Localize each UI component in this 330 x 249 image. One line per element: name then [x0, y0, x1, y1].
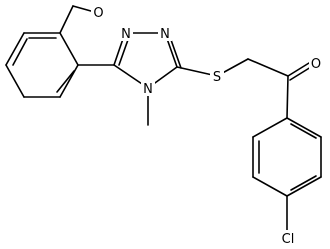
atom-label-methoxy-oxygen: O	[93, 6, 103, 21]
atom-labels: O N N N S O Cl	[91, 4, 324, 247]
atom-label-triazole-nitrogen-1: N	[121, 27, 131, 42]
atom-label-carbonyl-oxygen: O	[311, 57, 321, 72]
atom-label-triazole-nitrogen-2: N	[160, 27, 170, 42]
atom-label-sulfur: S	[213, 70, 221, 85]
bond-lines	[5, 5, 322, 233]
atom-label-chlorine: Cl	[282, 232, 295, 247]
atom-label-triazole-nitrogen-4: N	[143, 82, 153, 97]
